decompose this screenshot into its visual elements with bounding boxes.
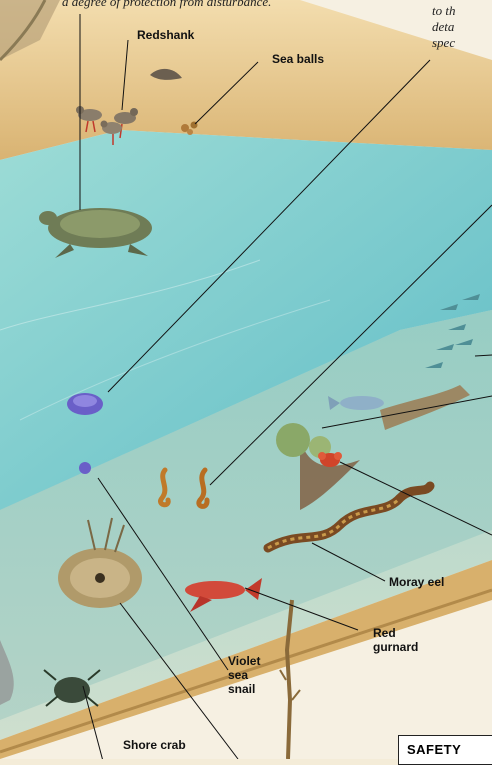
label-moray-eel: Moray eel bbox=[389, 575, 444, 589]
caption-top-right-2: deta bbox=[432, 19, 454, 35]
label-red-gurnard: Red gurnard bbox=[373, 626, 418, 654]
caption-top-left: a degree of protection from disturbance. bbox=[62, 0, 271, 10]
caption-top-right-1: to th bbox=[432, 3, 455, 19]
safety-box: SAFETY bbox=[398, 735, 492, 765]
safety-title: SAFETY bbox=[407, 742, 461, 757]
label-shore-crab: Shore crab bbox=[123, 738, 186, 752]
caption-top-right-3: spec bbox=[432, 35, 455, 51]
label-sea-balls: Sea balls bbox=[272, 52, 324, 66]
label-violet-sea-snail: Violet sea snail bbox=[228, 654, 260, 696]
label-redshank: Redshank bbox=[137, 28, 194, 42]
